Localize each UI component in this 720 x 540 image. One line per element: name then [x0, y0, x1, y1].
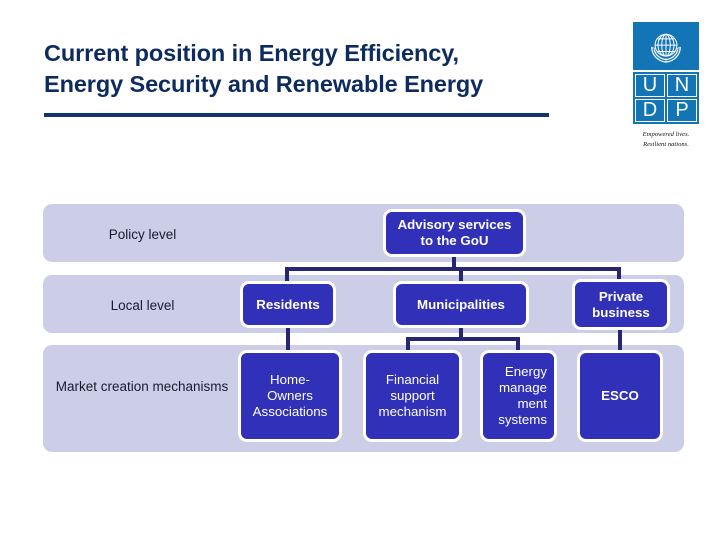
- band-label-local-level: Local level: [110, 298, 175, 313]
- undp-letter-n: N: [667, 74, 697, 97]
- node-private-business[interactable]: Private business: [572, 279, 670, 330]
- node-energy-management-systems[interactable]: Energy manage ment systems: [480, 350, 557, 442]
- connector-residents-to-hoa: [286, 327, 290, 352]
- node-energy-management-systems-label: Energy manage ment systems: [498, 364, 547, 427]
- band-policy-level: [43, 204, 684, 262]
- page-title: Current position in Energy Efficiency, E…: [44, 38, 564, 101]
- connector-drop-residents: [285, 267, 289, 283]
- connector-drop-municipalities: [459, 267, 463, 283]
- node-advisory-services[interactable]: Advisory services to the GoU: [383, 209, 526, 257]
- band-label-market-line-1: Market creation mechanisms: [55, 379, 229, 394]
- node-esco-label: ESCO: [601, 388, 639, 404]
- node-financial-support-mechanism-label: Financial support mechanism: [378, 372, 447, 419]
- connector-bus-row1-row2: [287, 267, 621, 271]
- node-municipalities[interactable]: Municipalities: [393, 281, 529, 328]
- node-private-business-label: Private business: [592, 288, 650, 320]
- band-label-market-creation: Market creation mechanisms: [52, 378, 232, 395]
- node-residents[interactable]: Residents: [240, 281, 336, 328]
- un-emblem-icon: [633, 22, 699, 70]
- undp-logo: U N D P Empowered lives. Resilient natio…: [633, 22, 699, 150]
- connector-drop-financial-support: [406, 337, 410, 352]
- node-advisory-services-label: Advisory services to the GoU: [397, 217, 512, 248]
- node-esco[interactable]: ESCO: [577, 350, 663, 442]
- node-municipalities-label: Municipalities: [417, 296, 505, 312]
- connector-drop-energy-management: [516, 337, 520, 352]
- node-home-owners-associations[interactable]: Home- Owners Associations: [238, 350, 342, 442]
- connector-municipalities-down: [459, 327, 463, 339]
- undp-tagline-line-2: Resilient nations.: [643, 140, 689, 148]
- title-underline-rule: [44, 113, 549, 117]
- connector-private-business-to-esco: [618, 329, 622, 352]
- slide-header: Current position in Energy Efficiency, E…: [0, 0, 720, 170]
- undp-letter-d: D: [635, 99, 665, 122]
- page-title-line-2: Energy Security and Renewable Energy: [44, 71, 484, 98]
- undp-tagline-line-1: Empowered lives.: [642, 131, 690, 138]
- undp-letters-block: U N D P: [633, 72, 699, 124]
- connector-bus-row2-row3: [406, 337, 520, 341]
- page-title-line-1: Current position in Energy Efficiency,: [44, 40, 459, 66]
- node-financial-support-mechanism[interactable]: Financial support mechanism: [363, 350, 462, 442]
- undp-tagline: Empowered lives. Resilient nations.: [629, 130, 703, 150]
- node-residents-label: Residents: [256, 296, 320, 312]
- undp-letter-p: P: [667, 99, 697, 122]
- connector-advisory-down: [452, 257, 456, 269]
- band-label-policy-level: Policy level: [108, 227, 177, 242]
- connector-drop-private-business: [617, 267, 621, 283]
- undp-letter-u: U: [635, 74, 665, 97]
- node-home-owners-associations-label: Home- Owners Associations: [252, 372, 328, 419]
